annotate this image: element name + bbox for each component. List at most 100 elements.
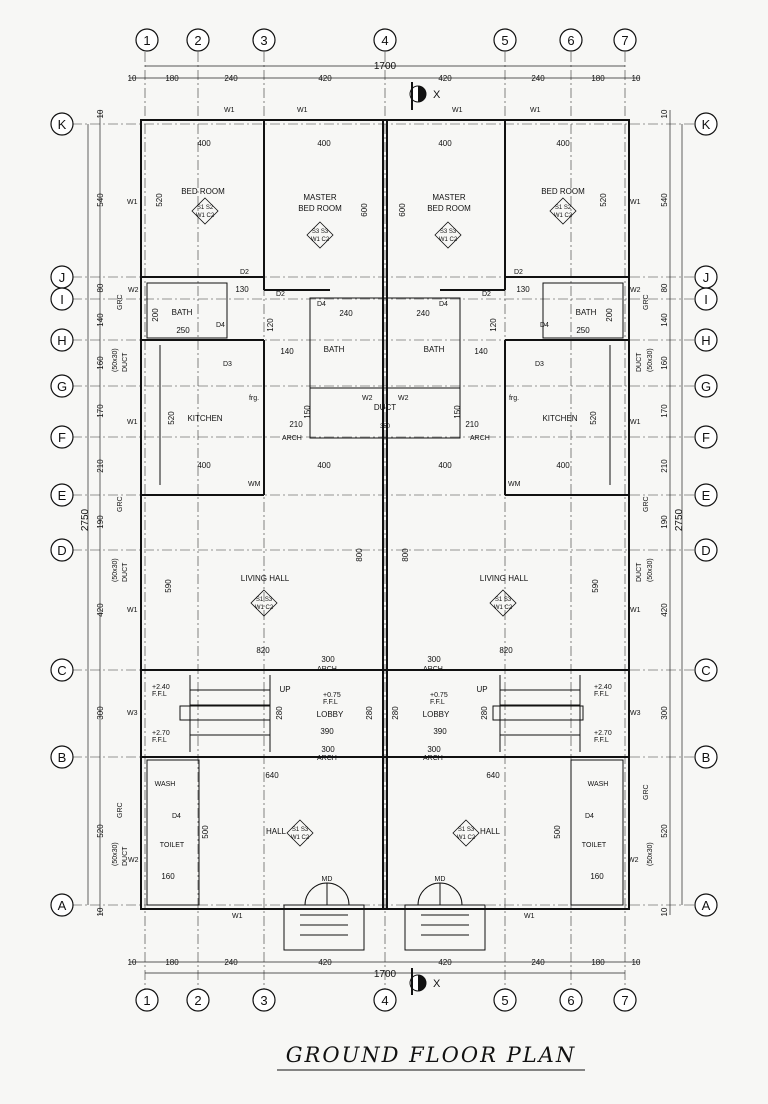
left-dim-6: 170 xyxy=(96,404,105,418)
col-label-bottom-1: 1 xyxy=(143,993,150,1008)
grc-tag-right-upper: GRC xyxy=(643,294,650,310)
finish-living-left-l1: S1 S3 xyxy=(256,597,273,603)
dim-210-left: 210 xyxy=(289,420,303,429)
dim-590-left: 590 xyxy=(164,579,173,593)
row-label-right-b: B xyxy=(702,750,711,765)
dim-150-left: 150 xyxy=(303,405,312,419)
finish-living-right-l1: S1 S3 xyxy=(495,597,512,603)
element-tags: GRC GRC GRC GRC GRC GRC (50x30) DUCT (50… xyxy=(112,107,654,920)
dim-400-kitchen-left: 400 xyxy=(197,461,211,470)
master-right-line2: BED ROOM xyxy=(427,204,471,213)
left-dim-8: 190 xyxy=(96,515,105,529)
dim-800-left: 800 xyxy=(355,548,364,562)
dim-160-left: 160 xyxy=(161,872,175,881)
dim-640-right: 640 xyxy=(486,771,500,780)
finish-diamond-master-left: S3 S3 W1 C2 xyxy=(306,221,334,249)
right-dim-12: 10 xyxy=(660,907,669,916)
duct-label-right-upper: DUCT xyxy=(636,352,643,372)
bottom-dim-2: 180 xyxy=(165,958,179,967)
window-w1-8: W1 xyxy=(630,419,641,426)
dim-400-master-left: 400 xyxy=(317,139,331,148)
dim-390-left: 390 xyxy=(320,727,334,736)
overall-height-right: 2750 xyxy=(674,508,685,531)
duct-label-left-mid: DUCT xyxy=(122,562,129,582)
finish-living-right-l2: W1 C2 xyxy=(494,605,513,611)
dim-600-right: 600 xyxy=(398,203,407,217)
arch-tag-1: ARCH xyxy=(282,435,302,442)
finish-master-left-l2: W1 C2 xyxy=(311,237,330,243)
dim-160-right: 160 xyxy=(590,872,604,881)
section-mark-top: X xyxy=(409,82,441,110)
right-dim-11: 520 xyxy=(660,824,669,838)
right-dimension-labels: 2750 10 540 80 140 160 170 210 190 420 3… xyxy=(660,109,685,916)
row-label-right-h: H xyxy=(701,333,710,348)
finish-hall-left-l2: W1 C2 xyxy=(291,835,310,841)
dim-300-top-right: 300 xyxy=(427,655,441,664)
dim-820-right: 820 xyxy=(499,646,513,655)
bottom-dim-8: 10 xyxy=(632,958,641,967)
finish-living-left-l2: W1 C2 xyxy=(255,605,274,611)
finish-diamond-bed-right: S1 S2 W1 C2 xyxy=(549,197,577,225)
toilet-left-label: TOILET xyxy=(160,842,185,849)
finish-diamond-bed-left: S1 S2 W1 C2 xyxy=(191,197,219,225)
bath-left-center: BATH xyxy=(324,345,345,354)
row-label-left-j: J xyxy=(59,270,66,285)
dim-280-left-2: 280 xyxy=(365,706,374,720)
row-label-left-e: E xyxy=(58,488,67,503)
row-label-right-g: G xyxy=(701,379,711,394)
left-dim-12: 10 xyxy=(96,907,105,916)
finish-bed-right-l1: S1 S2 xyxy=(555,205,572,211)
row-label-right-j: J xyxy=(703,270,710,285)
up-right-label: UP xyxy=(476,685,487,694)
window-w1-6: W1 xyxy=(630,199,641,206)
duct-label-left-lower: DUCT xyxy=(122,846,129,866)
dim-280-left-1: 280 xyxy=(275,706,284,720)
row-bubbles-right: K J I H G F E D C B A xyxy=(694,112,718,917)
dim-400-center-left: 400 xyxy=(317,461,331,470)
section-x-top: X xyxy=(433,89,441,101)
overall-width-top: 1700 xyxy=(374,61,397,72)
dim-200-left: 200 xyxy=(151,308,160,322)
right-dim-9: 420 xyxy=(660,603,669,617)
bottom-dim-1: 10 xyxy=(128,958,137,967)
row-label-right-d: D xyxy=(701,543,710,558)
level-markers: +2.40 F.F.L +2.70 F.F.L +2.40 F.F.L +2.7… xyxy=(152,684,612,744)
arch-tag-5: ARCH xyxy=(317,755,337,762)
right-dim-1: 10 xyxy=(660,109,669,118)
left-dim-7: 210 xyxy=(96,459,105,473)
row-label-right-k: K xyxy=(702,117,711,132)
dim-280-right-1: 280 xyxy=(391,706,400,720)
finish-bed-left-l2: W1 C2 xyxy=(196,213,215,219)
row-label-right-i: I xyxy=(704,292,708,307)
dim-240-left: 240 xyxy=(339,309,353,318)
door-d2-2: D2 xyxy=(514,269,523,276)
finish-bed-right-l2: W1 C2 xyxy=(554,213,573,219)
dim-140-right: 140 xyxy=(474,347,488,356)
dim-300-bottom-left: 300 xyxy=(321,745,335,754)
door-d3-2: D3 xyxy=(535,361,544,368)
row-label-left-f: F xyxy=(58,430,66,445)
dim-250-right: 250 xyxy=(576,326,590,335)
md-right-label: MD xyxy=(435,876,446,883)
column-bubbles-bottom: 1 2 3 4 5 6 7 xyxy=(135,988,637,1012)
dim-390-right: 390 xyxy=(433,727,447,736)
col-label-bottom-5: 5 xyxy=(501,993,508,1008)
hall-right-label: HALL xyxy=(480,827,501,836)
overall-width-bottom: 1700 xyxy=(374,969,397,980)
row-label-left-b: B xyxy=(58,750,67,765)
grc-tag-left-mid: GRC xyxy=(117,496,124,512)
duct-label-right-mid: DUCT xyxy=(636,562,643,582)
right-dim-10: 300 xyxy=(660,706,669,720)
master-left-line1: MASTER xyxy=(303,193,337,202)
col-label-bottom-3: 3 xyxy=(260,993,267,1008)
left-dim-3: 80 xyxy=(96,283,105,292)
master-left-line2: BED ROOM xyxy=(298,204,342,213)
dimension-lines xyxy=(87,65,683,974)
door-d4-3: D4 xyxy=(317,301,326,308)
col-label-top-6: 6 xyxy=(567,33,574,48)
dim-280-right-2: 280 xyxy=(480,706,489,720)
top-dim-6: 240 xyxy=(531,74,545,83)
col-label-top-5: 5 xyxy=(501,33,508,48)
row-label-right-c: C xyxy=(701,663,710,678)
